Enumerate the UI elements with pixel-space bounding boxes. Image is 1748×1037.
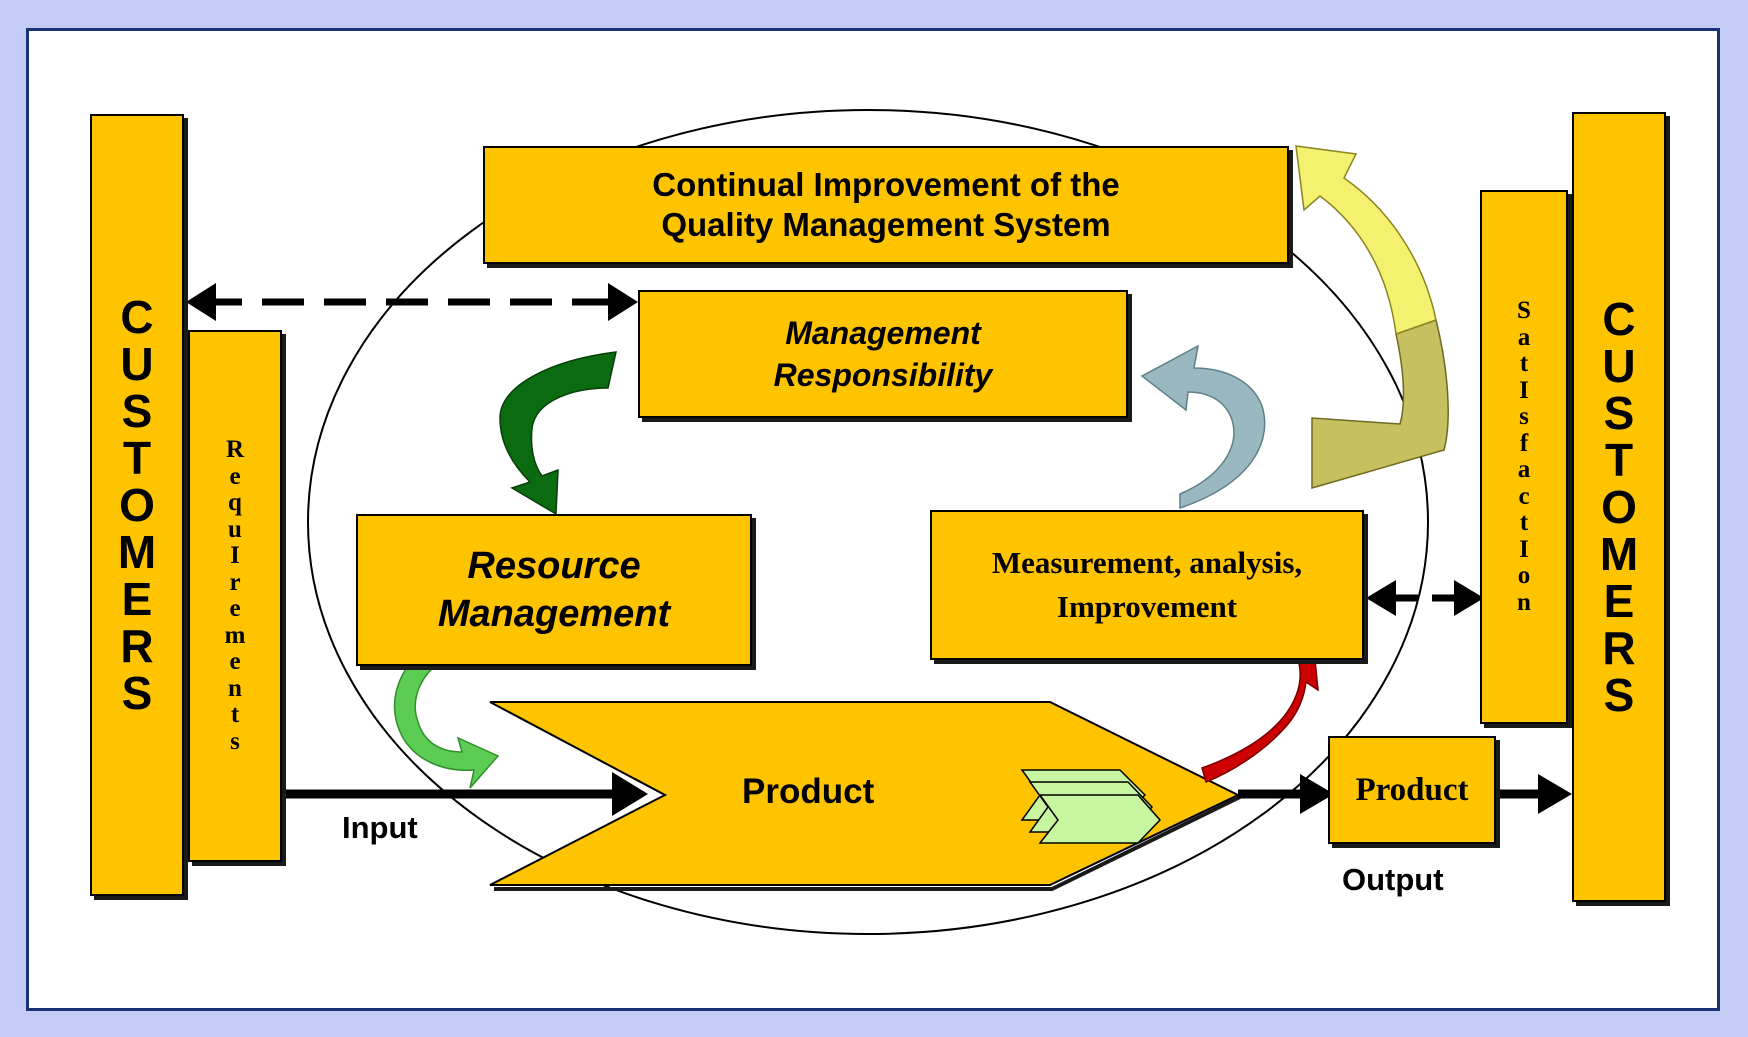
customers-right-letter: M — [1599, 527, 1639, 580]
requirements-letter: R — [225, 436, 245, 463]
customers-left-letter: U — [120, 337, 154, 390]
measurement-line2: Improvement — [1056, 589, 1238, 624]
customers-left-letter: T — [122, 431, 152, 484]
satisfaction-letter: I — [1519, 376, 1529, 404]
measurement-line1: Measurement, analysis, — [991, 545, 1303, 580]
customers-left-letter: S — [121, 384, 153, 437]
output-label: Output — [1342, 862, 1444, 897]
management-line2: Responsibility — [773, 357, 993, 393]
customers-right-letter: E — [1603, 574, 1635, 627]
requirements-letter: u — [228, 515, 242, 543]
resource-line2: Management — [437, 593, 671, 635]
input-arrow-head — [612, 772, 648, 816]
requirements-letter: I — [230, 542, 240, 569]
dark-green-arrow — [499, 351, 617, 516]
requirements-letter: e — [229, 462, 241, 490]
satisfaction-letter: s — [1519, 403, 1529, 430]
light-green-arrow — [393, 643, 500, 789]
resource-management-box: Resource Management — [356, 514, 752, 666]
satisfaction-arrow-right-head — [1454, 580, 1484, 616]
product-process-shadow — [494, 795, 1241, 891]
satisfaction-letter: a — [1517, 323, 1531, 351]
output-product-box: Product — [1328, 736, 1496, 844]
customers-left-letter: O — [119, 478, 155, 531]
process-ellipse — [307, 109, 1429, 935]
measurement-box: Measurement, analysis, Improvement — [930, 510, 1364, 660]
customers-left-letter: M — [117, 525, 157, 578]
customers-left-letter: S — [121, 666, 153, 719]
process-output-arrow-head — [1300, 774, 1334, 814]
olive-arrow-segment — [1311, 319, 1449, 489]
customers-right-letter: U — [1602, 339, 1636, 392]
customers-right-letter: S — [1603, 386, 1635, 439]
requirements-letter: e — [229, 595, 241, 622]
satisfaction-arrow-left-head — [1366, 580, 1396, 616]
customers-right-letter: T — [1604, 433, 1634, 486]
satisfaction-letter: I — [1519, 535, 1529, 563]
customers-right-letter: O — [1601, 480, 1637, 533]
dashed-arrow-left-head — [186, 283, 216, 321]
light-blue-arrow — [1140, 344, 1266, 510]
yellow-arrow-segment — [1295, 145, 1437, 336]
management-line1: Management — [785, 315, 981, 351]
customers-left-letter: R — [120, 619, 154, 672]
requirements-letter: q — [228, 489, 242, 516]
output-customer-arrow-head — [1538, 774, 1572, 814]
input-label: Input — [342, 810, 418, 845]
requirements-letter: m — [224, 621, 246, 649]
customers-right-letter: C — [1602, 292, 1636, 345]
requirements-letter: n — [228, 674, 242, 702]
product-documents-icon — [1020, 769, 1162, 844]
resource-line1: Resource — [467, 545, 641, 587]
continual-improvement-box: Continual Improvement of the Quality Man… — [483, 146, 1289, 264]
customers-left-letter: E — [121, 572, 153, 625]
red-arrow — [1201, 648, 1319, 784]
requirements-letter: e — [229, 648, 241, 675]
management-responsibility-box: Management Responsibility — [638, 290, 1128, 418]
continual-improvement-line2: Quality Management System — [661, 206, 1111, 243]
customers-right-letter: R — [1602, 621, 1636, 674]
requirements-letter: t — [230, 701, 240, 728]
requirements-letter: r — [229, 568, 241, 596]
process-product-label: Product — [742, 772, 875, 811]
satisfaction-letter: f — [1519, 429, 1529, 457]
dashed-arrow-right-head — [608, 283, 638, 321]
satisfaction-letter: a — [1517, 456, 1531, 483]
customers-left-letter: C — [120, 290, 154, 343]
satisfaction-letter: n — [1517, 588, 1531, 616]
satisfaction-letter: o — [1517, 562, 1531, 589]
output-product-label: Product — [1355, 771, 1469, 808]
satisfaction-letter: c — [1518, 482, 1530, 510]
satisfaction-letter: S — [1517, 297, 1531, 324]
satisfaction-letter: t — [1519, 350, 1529, 377]
requirements-letter: s — [230, 727, 240, 755]
continual-improvement-line1: Continual Improvement of the — [652, 166, 1120, 203]
satisfaction-letter: t — [1519, 509, 1529, 536]
customers-right-letter: S — [1603, 668, 1635, 721]
